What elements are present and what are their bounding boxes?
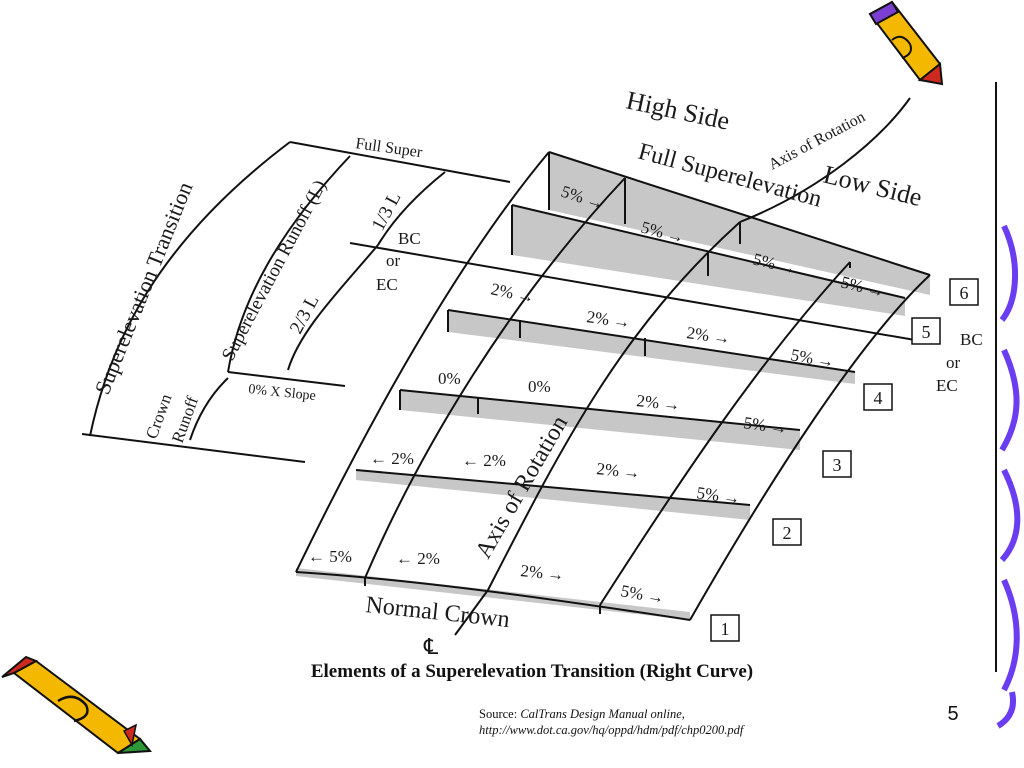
label-bc-right: BC (960, 330, 983, 349)
source-url[interactable]: http://www.dot.ca.gov/hq/oppd/hdm/pdf/ch… (479, 723, 744, 737)
station-5: 5 (922, 322, 931, 342)
section-4-line (447, 309, 856, 373)
slide-frame-line (995, 82, 997, 672)
axis-rotation-top-curve (739, 97, 911, 223)
station-1: 1 (721, 619, 730, 639)
section-3-line (399, 389, 801, 431)
bracket-transition-top (289, 141, 511, 183)
right-edge-line (689, 274, 931, 621)
inner-left-line (364, 177, 626, 579)
grid-lines (81, 97, 931, 636)
section-1-vertical (364, 578, 601, 614)
slope-s1-a: ← 5% (308, 547, 352, 566)
label-or-right: or (946, 353, 961, 372)
station-3: 3 (833, 455, 842, 475)
station-box-1 (710, 614, 740, 642)
label-normal-crown: Normal Crown (364, 592, 511, 633)
station-box-5 (911, 317, 941, 345)
pencil-icon-bottom-left (1, 655, 153, 755)
section-1-line (295, 571, 691, 621)
section-3-vertical (399, 390, 479, 414)
slope-s4-c: 2% → (685, 323, 731, 348)
source-title: CalTrans Design Manual online, (520, 707, 685, 721)
bracket-bc-line (349, 242, 916, 341)
label-high-side: High Side (624, 86, 732, 136)
slope-s3-b: 0% (528, 377, 551, 396)
slope-s1-b: ← 2% (396, 549, 440, 568)
bracket-transition-curve (89, 141, 291, 437)
diagram-caption: Elements of a Superelevation Transition … (310, 661, 754, 682)
page-number: 5 (947, 703, 959, 725)
station-box-2 (772, 518, 802, 546)
section-2-line (355, 469, 751, 506)
slope-s2-b: ← 2% (462, 451, 506, 470)
bracket-runoff-curve (227, 155, 351, 373)
station-6: 6 (960, 283, 969, 303)
section-4-vertical (447, 310, 646, 356)
slope-s2-a: ← 2% (370, 449, 414, 468)
label-low-side: Low Side (821, 160, 925, 212)
centerline-line (487, 221, 741, 591)
slope-s4-a: 2% → (489, 279, 536, 307)
inner-right-line (599, 261, 851, 606)
label-centerline-symbol: ℄ (423, 634, 439, 659)
label-one-third-l: 1/3 L (368, 189, 406, 235)
station-2: 2 (783, 523, 792, 543)
left-edge-line (295, 151, 550, 573)
bracket-transition-bottom (81, 433, 306, 463)
section-6-vertical (548, 152, 851, 268)
band-section-4 (448, 310, 855, 384)
station-4: 4 (874, 388, 883, 408)
centerline-lower (454, 589, 489, 636)
slope-s2-c: 2% → (596, 459, 642, 482)
station-box-4 (863, 383, 893, 411)
label-zero-x-slope: 0% X Slope (248, 382, 317, 404)
label-ec-right: EC (936, 376, 958, 395)
slope-s3-a: 0% (438, 369, 461, 388)
section-5-vertical (511, 205, 709, 276)
label-or-left: or (386, 251, 401, 270)
slope-s3-c: 2% → (636, 391, 682, 414)
pencil-icon-top-right (868, 0, 944, 86)
source-citation: Source: CalTrans Design Manual online, h… (479, 706, 899, 738)
bracket-two-thirds-curve (287, 244, 379, 371)
decorative-purple-border (996, 224, 1021, 729)
slope-s1-c: 2% → (520, 561, 566, 584)
label-full-super: Full Super (354, 135, 423, 161)
bracket-third-curve (377, 171, 446, 246)
label-ec-left: EC (376, 275, 398, 294)
band-section-2 (356, 470, 750, 520)
bracket-zero-line (227, 371, 346, 387)
label-bc-left: BC (398, 229, 421, 248)
band-section-3 (400, 390, 800, 450)
station-box-3 (822, 450, 852, 478)
station-box-6 (949, 278, 979, 306)
label-superelevation-transition: Superelevation Transition (89, 178, 197, 398)
bracket-crown-curve (189, 377, 229, 441)
section-6-line (548, 151, 931, 276)
label-axis-rotation-top: Axis of Rotation (766, 108, 868, 173)
station-boxes (710, 278, 979, 642)
label-two-thirds-l: 2/3 L (286, 292, 324, 338)
source-label: Source: (479, 707, 521, 721)
slope-s1-d: 5% → (619, 581, 666, 607)
label-superelevation-runoff: Superelevation Runoff (L) (218, 177, 331, 365)
slope-s4-b: 2% → (585, 307, 631, 332)
